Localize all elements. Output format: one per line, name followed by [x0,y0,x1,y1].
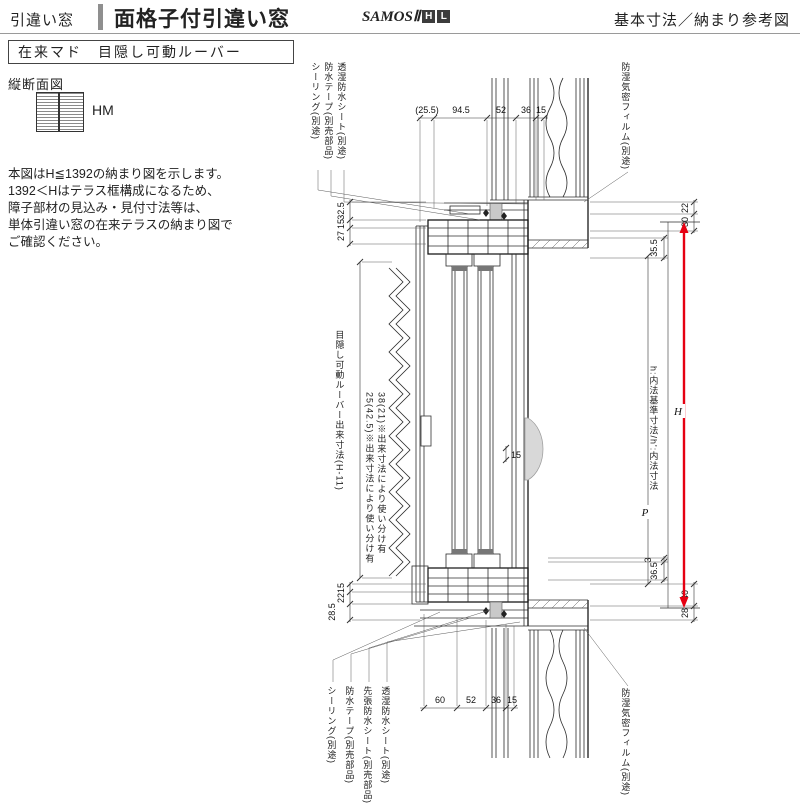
dim-middle: 15 [502,444,521,464]
dim-right-top-0: 22 [680,203,690,213]
dim-left-top: 32.5 15 27 [336,198,426,248]
dim-right-bottom-1: 36.5 [649,562,659,580]
note-line: 本図はH≦1392の納まり図を示します。 [8,167,230,181]
note-line: ご確認ください。 [8,235,109,249]
dim-top: (25.5) 94.5 52 36 15 [415,105,548,222]
inner-dimension-label: h:内法基準寸法/h':内法寸法 [648,366,659,492]
callout-film-bottom: 防湿気密フィルム(別途) [620,688,631,796]
window-category: 引違い窓 [10,12,75,29]
wall-section-bottom [414,600,589,759]
height-arrow: H [671,222,689,608]
callout-sheet-top: 透湿防水シート(別途) [336,62,347,160]
glazing [451,266,494,554]
interior-board-bottom [528,599,589,609]
callout-tape-bottom: 防水テープ(別売部品) [344,686,355,784]
dim-right-bottom: 3 36.5 40 28 [548,554,698,624]
dim-left-top-1: 15 [336,219,346,229]
dim-top-3: 36 [521,105,531,115]
dim-right-top-2: 35.5 [649,239,659,257]
note-block: 本図はH≦1392の納まり図を示します。 1392＜Hはテラス框構成になるため、… [8,166,308,251]
operator-grip [524,417,544,481]
louver-handle [420,415,432,447]
dim-right-bottom-3: 28 [680,608,690,618]
note-line: 単体引違い窓の在来テラスの納まり図で [8,218,233,232]
wall-section-top [490,77,589,248]
dim-left-bottom-0: 15 [336,583,346,593]
callout-sheet-bottom: 透湿防水シート(別途) [380,686,391,784]
brand-badge-l: L [437,10,451,23]
interior-face [511,200,544,626]
dim-top-2: 52 [496,105,506,115]
reference-lines: P [638,221,700,609]
brand-name: SAMOSⅡ [362,9,421,25]
dim-bottom-3: 15 [507,695,517,705]
dim-left-top-2: 27 [336,231,346,241]
dim-left-top-0: 32.5 [336,202,346,220]
callout-sealing-bottom: シーリング(別途) [326,686,337,764]
interior-board-top [528,239,589,249]
variant-box: 在来マド 目隠し可動ルーバー [8,40,294,64]
louver-dimension-label: 目隠し可動ルーバー出来寸法(H-11) [334,330,345,491]
header-rule [0,33,800,34]
sill-frame [411,553,529,619]
header-right-title: 基本寸法／納まり参考図 [613,12,790,29]
dim-left-bottom: 15 22 28.5 [327,580,426,624]
grille-pattern-icon [36,92,84,132]
dim-louver-height [356,258,392,582]
pitch-letter: P [641,507,649,519]
dim-bottom-0: 60 [435,695,445,705]
dim-top-0: (25.5) [415,105,439,115]
dim-bottom-1: 52 [466,695,476,705]
dim-top-1: 94.5 [452,105,470,115]
grille-frame [415,225,432,603]
leader-lines [317,170,629,687]
dim-bottom-2: 36 [491,695,501,705]
note-line: 1392＜Hはテラス框構成になるため、 [8,184,220,198]
title-divider [98,4,103,30]
head-frame [427,202,529,267]
dim-left-bottom-1: 22 [336,593,346,603]
page-title: 面格子付引違い窓 [114,8,290,31]
callout-tape-top: 防水テープ(別売部品) [323,62,334,160]
usage-note-1: 25(42.5)※出来寸法により使い分け有 [364,392,375,564]
usage-note-2: 38(21)※出来寸法により使い分け有 [376,392,387,555]
dim-bottom: 60 52 36 15 [420,614,518,712]
brand-badge-h: H [422,10,436,23]
callout-film-top: 防湿気密フィルム(別途) [620,62,631,170]
callout-sealing-top: シーリング(別途) [310,62,321,140]
dim-top-4: 15 [536,105,546,115]
height-letter: H [673,406,683,418]
section-view-label: 縦断面図 [8,77,65,92]
louver-slats [388,267,411,577]
dim-middle-value: 15 [511,450,521,460]
note-line: 障子部材の見込み・見付寸法等は、 [8,201,209,215]
callout-presheet-bottom: 先張防水シート(別売部品) [362,686,373,804]
grille-type-code: HM [92,102,114,118]
dim-left-bottom-2: 28.5 [327,603,337,621]
